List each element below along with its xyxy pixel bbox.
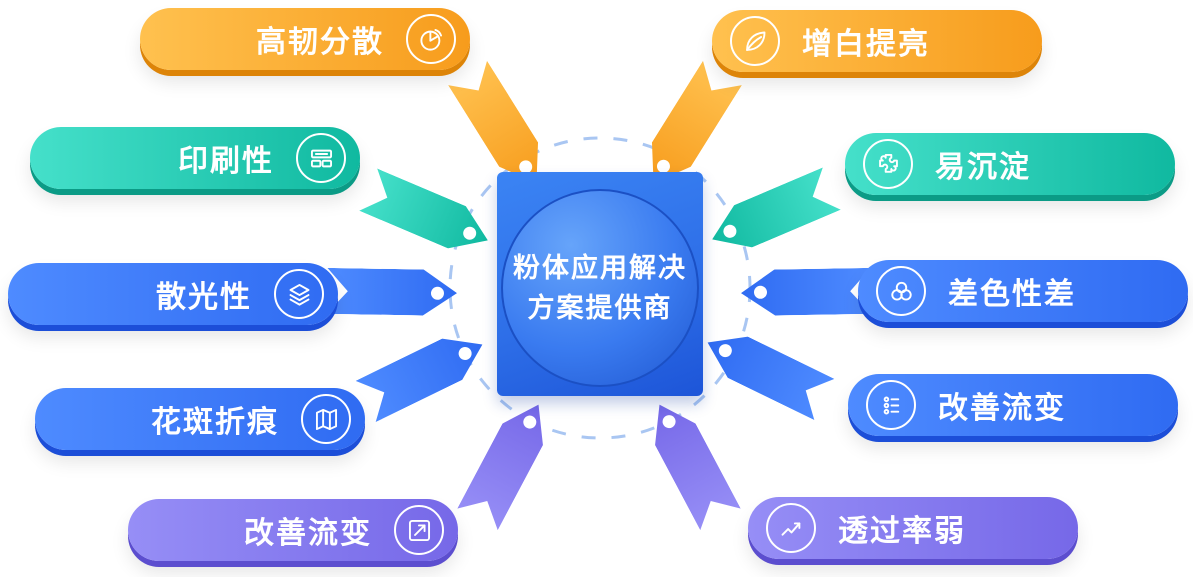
center-title-line2: 方案提供商	[527, 293, 673, 323]
pill-label: 增白提亮	[802, 28, 930, 61]
edit-arrow-icon	[394, 505, 444, 555]
pill-label: 花斑折痕	[151, 406, 279, 439]
right-pill-weak-transmittance: 透过率弱	[748, 497, 1078, 559]
leaf-icon	[730, 16, 780, 66]
right-pill-poor-color-difference: 差色性差	[858, 260, 1188, 322]
connector-dot	[456, 344, 473, 361]
pill-label: 差色性差	[948, 278, 1076, 311]
left-pill-light-scattering: 散光性	[8, 263, 338, 325]
pill-label: 透过率弱	[838, 515, 966, 548]
connector-dot	[754, 286, 767, 299]
trend-arrow-icon	[766, 503, 816, 553]
connector-arrow-middle-left	[327, 268, 458, 316]
connector-dot	[431, 286, 444, 299]
left-pill-improve-rheology: 改善流变	[128, 499, 458, 561]
pill-label: 改善流变	[244, 517, 372, 550]
center-title-line1: 粉体应用解决	[513, 252, 687, 283]
connector-dot	[521, 413, 539, 431]
center-title: 粉体应用解决 方案提供商	[513, 248, 687, 329]
pill-label: 高韧分散	[256, 26, 384, 59]
list-sliders-icon	[866, 380, 916, 430]
puzzle-icon	[863, 139, 913, 189]
connector-dot	[716, 342, 733, 359]
left-pill-mottling-creases: 花斑折痕	[35, 388, 365, 450]
connector-dot	[461, 224, 478, 241]
pill-label: 散光性	[156, 281, 252, 314]
pill-label: 易沉淀	[935, 151, 1031, 184]
map-icon	[301, 394, 351, 444]
connector-dot	[660, 413, 678, 431]
connector-arrow-middle-right	[741, 268, 872, 316]
circles-icon	[876, 266, 926, 316]
pill-label: 印刷性	[178, 145, 274, 178]
pie-chart-icon	[406, 14, 456, 64]
right-pill-whitening-brightening: 增白提亮	[712, 10, 1042, 72]
print-blocks-icon	[296, 133, 346, 183]
pill-label: 改善流变	[938, 392, 1066, 425]
right-pill-easy-sedimentation: 易沉淀	[845, 133, 1175, 195]
connector-dot	[722, 223, 739, 240]
center-node: 粉体应用解决 方案提供商	[501, 189, 699, 387]
left-pill-printability: 印刷性	[30, 127, 360, 189]
right-pill-improve-rheology: 改善流变	[848, 374, 1178, 436]
layers-icon	[274, 269, 324, 319]
left-pill-high-toughness-dispersion: 高韧分散	[140, 8, 470, 70]
